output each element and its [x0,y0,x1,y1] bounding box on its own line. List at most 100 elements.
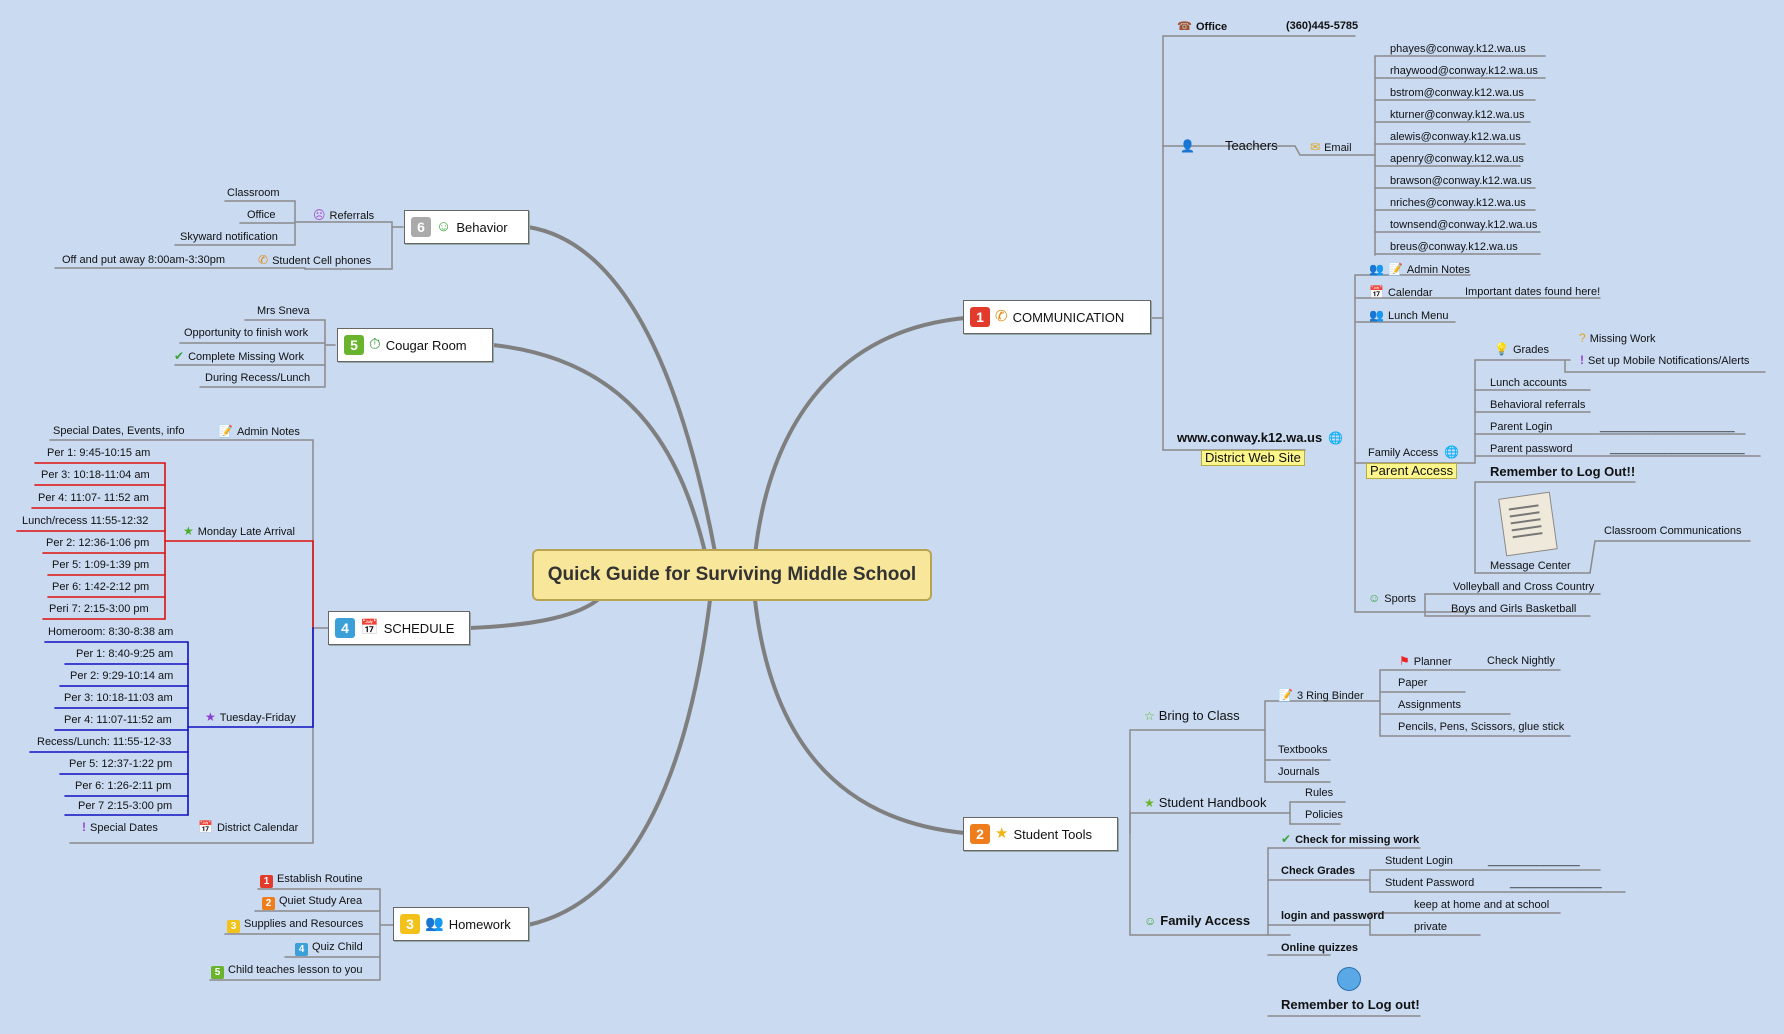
star-icon: ★ [1144,796,1155,810]
family-access-tools-node[interactable]: ☺Family Access [1144,913,1251,929]
behavioral-referrals-node[interactable]: Behavioral referrals [1490,399,1586,411]
cougar-item[interactable]: Mrs Sneva [257,305,310,317]
number-5-badge: 5 [344,335,364,355]
student-password-blank[interactable]: _______________ [1510,877,1602,889]
binder-item[interactable]: Paper [1398,677,1428,689]
binder-item[interactable]: Assignments [1398,699,1461,711]
lunch-menu-node[interactable]: 👥Lunch Menu [1369,308,1449,322]
student-login-node[interactable]: Student Login [1385,855,1453,867]
private-node[interactable]: private [1414,921,1448,933]
monday-late-arrival-node[interactable]: ★Monday Late Arrival [183,524,295,538]
cougar-item[interactable]: ✔Complete Missing Work [174,349,305,363]
email-address[interactable]: nriches@conway.k12.wa.us [1390,197,1526,209]
monday-period: Lunch/recess 11:55-12:32 [22,515,149,527]
cell-phone-rule[interactable]: Off and put away 8:00am-3:30pm [62,254,226,266]
calendar-icon: 📅 [198,820,213,834]
special-dates-node[interactable]: !Special Dates [82,820,158,834]
student-password-node[interactable]: Student Password [1385,877,1475,889]
check-grades-node[interactable]: Check Grades [1281,865,1355,877]
cougar-item[interactable]: Opportunity to finish work [184,327,309,339]
branch-student-tools[interactable]: 2 ★ Student Tools [963,817,1118,851]
binder-item[interactable]: Pencils, Pens, Scissors, glue stick [1398,721,1565,733]
student-login-blank[interactable]: _______________ [1488,855,1580,867]
branch-cougar-room[interactable]: 5 ⏱ Cougar Room [337,328,493,362]
classroom-communications-node[interactable]: Classroom Communications [1604,525,1742,537]
branch-communication[interactable]: 1 ✆ COMMUNICATION [963,300,1151,334]
handbook-item[interactable]: Policies [1305,809,1343,821]
branch-schedule[interactable]: 4 📅 SCHEDULE [328,611,470,645]
sports-node[interactable]: ☺Sports [1368,591,1417,605]
lunch-accounts-node[interactable]: Lunch accounts [1490,377,1568,389]
branch-homework[interactable]: 3 👥 Homework [393,907,529,941]
grades-node[interactable]: 💡Grades [1494,342,1550,356]
missing-work-node[interactable]: ?Missing Work [1579,331,1656,345]
email-address[interactable]: rhaywood@conway.k12.wa.us [1390,65,1538,77]
login-password-node[interactable]: login and password [1281,910,1385,922]
bring-to-class-node[interactable]: ☆Bring to Class [1144,708,1240,724]
calendar-note: Important dates found here! [1465,286,1601,298]
journals-node[interactable]: Journals [1278,766,1320,778]
email-address[interactable]: apenry@conway.k12.wa.us [1390,153,1524,165]
family-access-node[interactable]: Family Access🌐 [1368,445,1460,459]
email-address[interactable]: alewis@conway.k12.wa.us [1390,131,1521,143]
email-node[interactable]: ✉Email [1310,140,1352,154]
admin-notes-schedule-node[interactable]: 📝Admin Notes [218,424,300,438]
teachers-node[interactable]: 👤Teachers [1180,138,1278,154]
planner-node[interactable]: ⚑Planner [1399,654,1452,668]
message-center-node[interactable]: Message Center [1490,560,1571,572]
parent-password-node[interactable]: Parent password [1490,443,1573,455]
office-node[interactable]: ☎Office [1177,19,1228,33]
tuesday-friday-node[interactable]: ★Tuesday-Friday [205,710,296,724]
parent-password-blank[interactable]: ______________________ [1610,443,1745,455]
branch-label: Student Tools [1013,826,1092,842]
parent-access-label: Parent Access [1366,463,1458,479]
ring-binder-node[interactable]: 📝3 Ring Binder [1278,688,1364,702]
email-address[interactable]: breus@conway.k12.wa.us [1390,241,1518,253]
branch-behavior[interactable]: 6 ☺ Behavior [404,210,529,244]
email-address[interactable]: brawson@conway.k12.wa.us [1390,175,1532,187]
tuesday-period: Homeroom: 8:30-8:38 am [48,626,174,638]
mobile-alerts-node[interactable]: !Set up Mobile Notifications/Alerts [1580,353,1750,367]
cougar-item[interactable]: During Recess/Lunch [205,372,311,384]
email-address[interactable]: townsend@conway.k12.wa.us [1390,219,1538,231]
referrals-node[interactable]: ☹Referrals [313,208,375,222]
exclamation-icon: ! [1580,353,1584,367]
star-icon: ★ [995,825,1009,842]
monday-period: Per 4: 11:07- 11:52 am [38,492,149,504]
note-icon: 📝 [218,424,233,438]
referral-item[interactable]: Classroom [227,187,280,199]
email-address[interactable]: kturner@conway.k12.wa.us [1390,109,1525,121]
sports-item[interactable]: Boys and Girls Basketball [1451,603,1577,615]
branch-label: Homework [448,916,511,932]
note-icon: 📝 [1278,688,1293,702]
email-address[interactable]: bstrom@conway.k12.wa.us [1390,87,1524,99]
branch-label: Cougar Room [385,337,467,353]
parent-login-node[interactable]: Parent Login [1490,421,1553,433]
check-missing-work-node[interactable]: ✔Check for missing work [1281,832,1420,846]
keep-at-home-node[interactable]: keep at home and at school [1414,899,1550,911]
email-address[interactable]: phayes@conway.k12.wa.us [1390,43,1526,55]
student-handbook-node[interactable]: ★Student Handbook [1144,795,1267,811]
central-topic[interactable]: Quick Guide for Surviving Middle School [532,549,932,601]
referral-item[interactable]: Office [247,209,276,221]
parent-login-blank[interactable]: ______________________ [1600,421,1735,433]
admin-notes-node[interactable]: 👥📝Admin Notes [1369,262,1470,276]
cell-phones-node[interactable]: ✆Student Cell phones [258,253,372,267]
people-icon: 👥 [1369,308,1384,322]
online-quizzes-node[interactable]: Online quizzes [1281,942,1359,954]
sports-item[interactable]: Volleyball and Cross Country [1453,581,1595,593]
handbook-item[interactable]: Rules [1305,787,1334,799]
district-calendar-node[interactable]: 📅District Calendar [198,820,299,834]
website-node[interactable]: www.conway.k12.wa.us🌐 [1177,430,1344,446]
number-5-icon: 5 [211,966,224,979]
check-nightly-node[interactable]: Check Nightly [1487,655,1555,667]
special-dates-info-node[interactable]: Special Dates, Events, info [53,425,185,437]
textbooks-node[interactable]: Textbooks [1278,744,1328,756]
calendar-node[interactable]: 📅Calendar [1369,285,1433,299]
referral-item[interactable]: Skyward notification [180,231,278,243]
